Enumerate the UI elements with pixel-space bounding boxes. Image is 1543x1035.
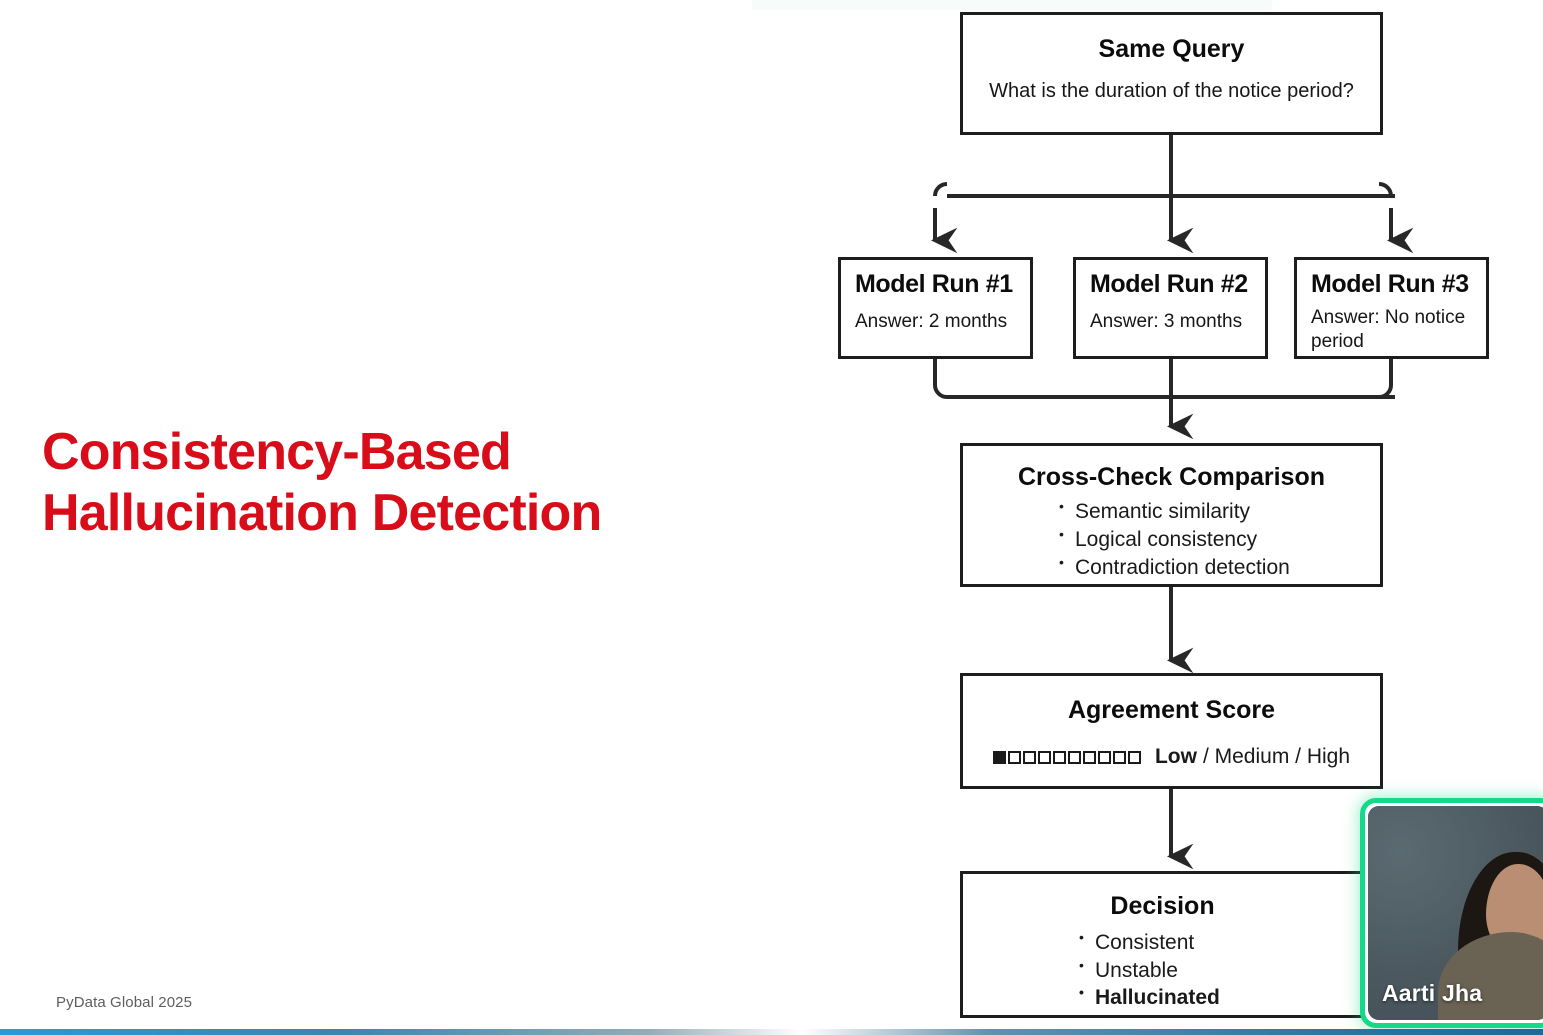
participant-video-inner: Aarti Jha bbox=[1368, 806, 1543, 1020]
window-bottom-chrome bbox=[0, 1029, 1543, 1035]
cross-check-item: Logical consistency bbox=[1053, 525, 1380, 554]
meter-cell-filled bbox=[992, 750, 1006, 764]
node-model-run-1: Model Run #1 Answer: 2 months bbox=[838, 257, 1033, 359]
agreement-meter-row: Low/ Medium / High bbox=[963, 745, 1380, 769]
node-model-run-2: Model Run #2 Answer: 3 months bbox=[1073, 257, 1268, 359]
decision-item: Hallucinated bbox=[1073, 983, 1362, 1012]
node-decision: Decision ConsistentUnstableHallucinated bbox=[960, 871, 1365, 1018]
meter-cell-empty bbox=[1097, 750, 1111, 764]
page-title: Consistency-Based Hallucination Detectio… bbox=[42, 422, 742, 545]
page-title-line-1: Consistency-Based bbox=[42, 423, 512, 481]
node-model-run-3: Model Run #3 Answer: No notice period bbox=[1294, 257, 1489, 359]
meter-cell-empty bbox=[1112, 750, 1126, 764]
agreement-level-rest: / Medium / High bbox=[1202, 745, 1351, 768]
node-model-run-1-answer: Answer: 2 months bbox=[855, 311, 1008, 332]
node-model-run-1-title: Model Run #1 bbox=[855, 270, 1013, 298]
node-agreement-score-title: Agreement Score bbox=[1067, 696, 1276, 724]
node-same-query: Same Query What is the duration of the n… bbox=[960, 12, 1383, 135]
node-cross-check-comparison: Cross-Check Comparison Semantic similari… bbox=[960, 443, 1383, 587]
meter-cell-empty bbox=[1127, 750, 1141, 764]
page-title-line-2: Hallucination Detection bbox=[42, 484, 602, 543]
node-model-run-2-answer: Answer: 3 months bbox=[1090, 311, 1243, 332]
node-same-query-title: Same Query bbox=[1098, 35, 1245, 63]
meter-cell-empty bbox=[1082, 750, 1096, 764]
node-agreement-score: Agreement Score Low/ Medium / High bbox=[960, 673, 1383, 789]
participant-name-label: Aarti Jha bbox=[1382, 980, 1483, 1006]
agreement-level-label: Low/ Medium / High bbox=[1155, 745, 1350, 769]
node-model-run-3-answer: Answer: No notice period bbox=[1311, 307, 1466, 352]
meter-cell-empty bbox=[1052, 750, 1066, 764]
cross-check-item-list: Semantic similarityLogical consistencyCo… bbox=[1053, 497, 1380, 582]
cross-check-item: Contradiction detection bbox=[1053, 553, 1380, 582]
node-same-query-subtitle: What is the duration of the notice perio… bbox=[989, 80, 1354, 102]
meter-cell-empty bbox=[1067, 750, 1081, 764]
node-model-run-2-title: Model Run #2 bbox=[1090, 270, 1248, 298]
node-decision-title: Decision bbox=[1110, 892, 1215, 920]
decision-item: Unstable bbox=[1073, 956, 1362, 985]
participant-video-tile[interactable]: Aarti Jha bbox=[1360, 798, 1543, 1028]
cross-check-item: Semantic similarity bbox=[1053, 497, 1380, 526]
meter-cell-empty bbox=[1022, 750, 1036, 764]
meter-cell-empty bbox=[1007, 750, 1021, 764]
decision-item: Consistent bbox=[1073, 928, 1362, 957]
node-cross-check-title: Cross-Check Comparison bbox=[1017, 463, 1326, 491]
slide-top-tint bbox=[752, 0, 1272, 10]
agreement-score-meter bbox=[992, 750, 1141, 764]
agreement-level-selected: Low bbox=[1154, 745, 1197, 768]
meter-cell-empty bbox=[1037, 750, 1051, 764]
node-model-run-3-title: Model Run #3 bbox=[1311, 270, 1469, 298]
slide-footer: PyData Global 2025 bbox=[56, 994, 193, 1011]
decision-item-list: ConsistentUnstableHallucinated bbox=[1073, 928, 1362, 1012]
